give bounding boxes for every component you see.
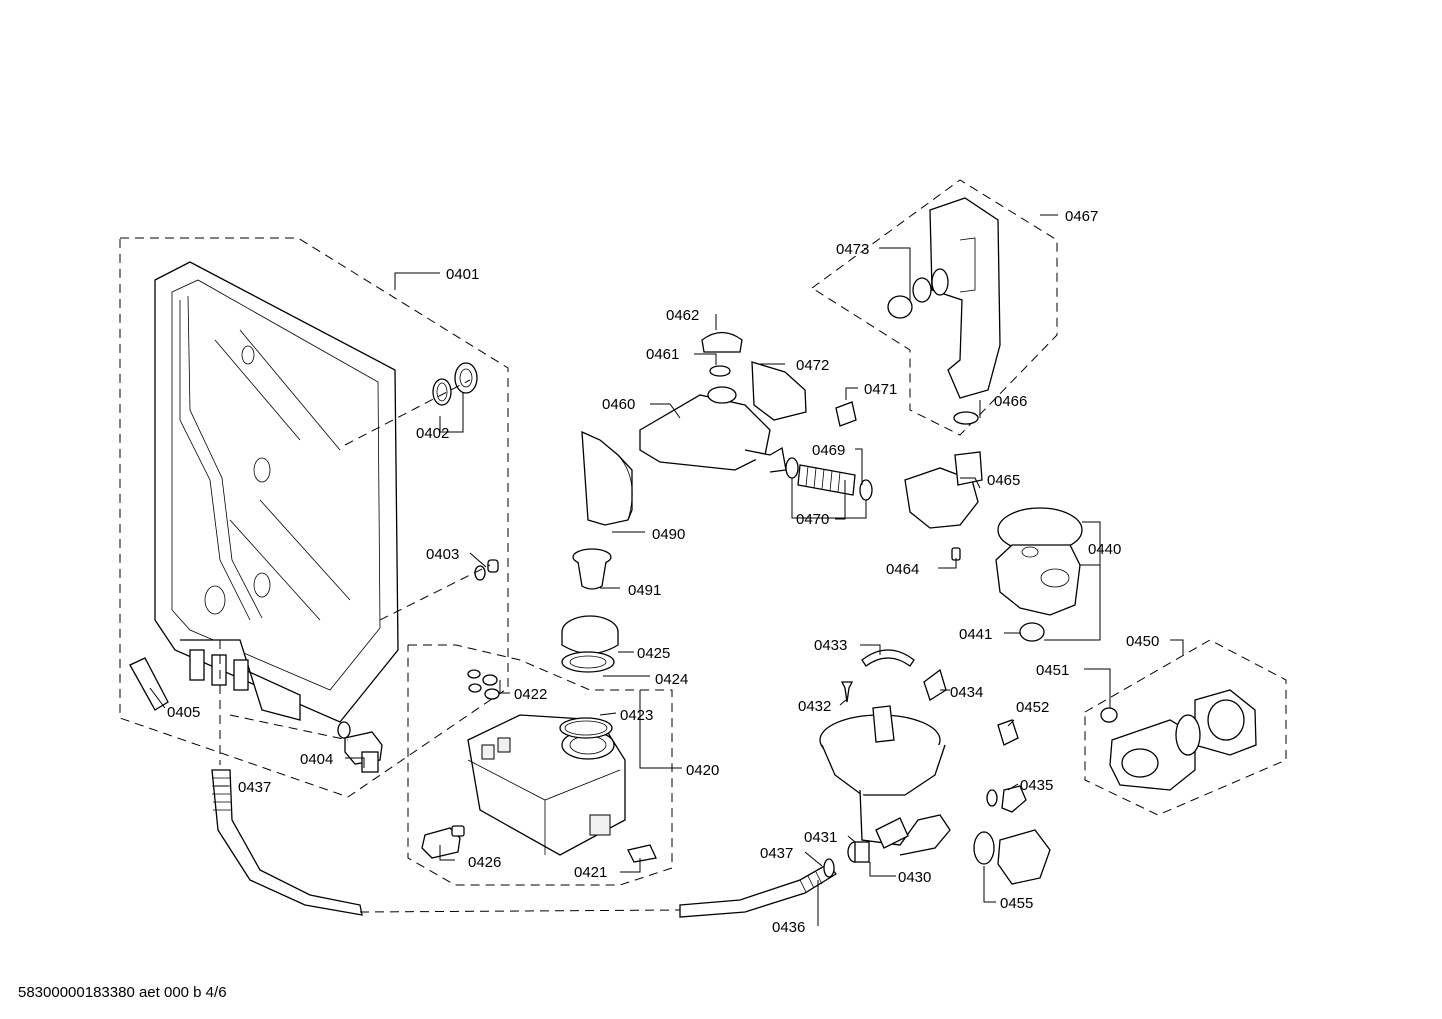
callout-0462[interactable]: 0462 bbox=[666, 307, 699, 324]
callout-0421[interactable]: 0421 bbox=[574, 864, 607, 881]
clip-0405[interactable] bbox=[129, 657, 169, 711]
callout-0437-top[interactable]: 0437 bbox=[238, 779, 271, 796]
seal-ring-0402[interactable] bbox=[432, 362, 478, 406]
callout-0403[interactable]: 0403 bbox=[426, 546, 459, 563]
callout-0426[interactable]: 0426 bbox=[468, 854, 501, 871]
callout-0432[interactable]: 0432 bbox=[798, 698, 831, 715]
document-id: 58300000183380 aet 000 b 4/6 bbox=[18, 984, 227, 1001]
clip-0452[interactable] bbox=[997, 719, 1019, 746]
callout-0420[interactable]: 0420 bbox=[686, 762, 719, 779]
callout-0450[interactable]: 0450 bbox=[1126, 633, 1159, 650]
callout-0467[interactable]: 0467 bbox=[1065, 208, 1098, 225]
callout-0455[interactable]: 0455 bbox=[1000, 895, 1033, 912]
callout-0437-bottom[interactable]: 0437 bbox=[760, 845, 793, 862]
connector-0431[interactable] bbox=[847, 841, 870, 863]
callout-0465[interactable]: 0465 bbox=[987, 472, 1020, 489]
callout-0401[interactable]: 0401 bbox=[446, 266, 479, 283]
clip-0421[interactable] bbox=[627, 844, 657, 863]
group-outline-0420 bbox=[407, 644, 673, 886]
circulation-pump-0450[interactable] bbox=[1109, 689, 1257, 791]
callout-0473[interactable]: 0473 bbox=[836, 241, 869, 258]
seal-0433[interactable] bbox=[861, 649, 915, 667]
callout-0425[interactable]: 0425 bbox=[637, 645, 670, 662]
fan-0473[interactable] bbox=[887, 277, 932, 319]
plate-0472[interactable] bbox=[751, 361, 807, 421]
callout-0423[interactable]: 0423 bbox=[620, 707, 653, 724]
callout-0490[interactable]: 0490 bbox=[652, 526, 685, 543]
screw-0432[interactable] bbox=[840, 681, 854, 703]
callout-0424[interactable]: 0424 bbox=[655, 671, 688, 688]
pump-0455[interactable] bbox=[973, 829, 1051, 885]
seal-0423[interactable] bbox=[559, 717, 613, 739]
drain-hose-0436[interactable] bbox=[359, 858, 837, 918]
seal-0466[interactable] bbox=[953, 411, 979, 425]
dispenser-0460[interactable] bbox=[639, 386, 787, 473]
jug-0490[interactable] bbox=[581, 430, 633, 526]
part-0441[interactable] bbox=[1019, 622, 1045, 642]
clamp-0451[interactable] bbox=[1100, 707, 1118, 723]
callout-labels: 0401 0402 0403 0404 0405 0437 0420 0421 … bbox=[167, 208, 1159, 936]
seals-0422[interactable] bbox=[467, 669, 500, 700]
fitting-0403[interactable] bbox=[474, 559, 499, 581]
callout-0405[interactable]: 0405 bbox=[167, 704, 200, 721]
callout-0460[interactable]: 0460 bbox=[602, 396, 635, 413]
callout-0464[interactable]: 0464 bbox=[886, 561, 919, 578]
flap-0434[interactable] bbox=[923, 668, 947, 701]
callout-0440[interactable]: 0440 bbox=[1088, 541, 1121, 558]
sensor-0435[interactable] bbox=[986, 785, 1027, 813]
group-outline-0450 bbox=[1084, 639, 1287, 816]
funnel-0491[interactable] bbox=[572, 548, 612, 590]
callout-0434[interactable]: 0434 bbox=[950, 684, 983, 701]
callout-0451[interactable]: 0451 bbox=[1036, 662, 1069, 679]
bracket-0471[interactable] bbox=[835, 401, 857, 427]
pump-0465[interactable] bbox=[904, 451, 983, 529]
duct-0467[interactable] bbox=[929, 197, 1001, 399]
leader-lines bbox=[149, 214, 1184, 926]
hose-0469[interactable] bbox=[785, 457, 873, 501]
callout-0435[interactable]: 0435 bbox=[1020, 777, 1053, 794]
callout-0471[interactable]: 0471 bbox=[864, 381, 897, 398]
callout-0422[interactable]: 0422 bbox=[514, 686, 547, 703]
housing-0440[interactable] bbox=[995, 507, 1083, 616]
callout-0452[interactable]: 0452 bbox=[1016, 699, 1049, 716]
callout-0430[interactable]: 0430 bbox=[898, 869, 931, 886]
callout-0436[interactable]: 0436 bbox=[772, 919, 805, 936]
callout-0461[interactable]: 0461 bbox=[646, 346, 679, 363]
callout-0466[interactable]: 0466 bbox=[994, 393, 1027, 410]
callout-0431[interactable]: 0431 bbox=[804, 829, 837, 846]
assembly-axes bbox=[229, 379, 491, 741]
water-softener-0420[interactable] bbox=[467, 714, 626, 856]
group-outline-0467 bbox=[811, 179, 1058, 436]
ring-0424[interactable] bbox=[561, 651, 615, 673]
callout-0470[interactable]: 0470 bbox=[796, 511, 829, 528]
valve-0404[interactable] bbox=[337, 721, 383, 773]
callout-0491[interactable]: 0491 bbox=[628, 582, 661, 599]
callout-0469[interactable]: 0469 bbox=[812, 442, 845, 459]
cap-0462[interactable] bbox=[701, 331, 743, 353]
sump-0430[interactable] bbox=[819, 705, 951, 856]
callout-0472[interactable]: 0472 bbox=[796, 357, 829, 374]
cap-0425[interactable] bbox=[561, 615, 619, 655]
callout-0433[interactable]: 0433 bbox=[814, 637, 847, 654]
callout-0441[interactable]: 0441 bbox=[959, 626, 992, 643]
side-panel-0401[interactable] bbox=[154, 261, 399, 723]
callout-0404[interactable]: 0404 bbox=[300, 751, 333, 768]
callout-0402[interactable]: 0402 bbox=[416, 425, 449, 442]
sensor-0426[interactable] bbox=[421, 825, 465, 859]
seal-0461[interactable] bbox=[709, 365, 731, 377]
